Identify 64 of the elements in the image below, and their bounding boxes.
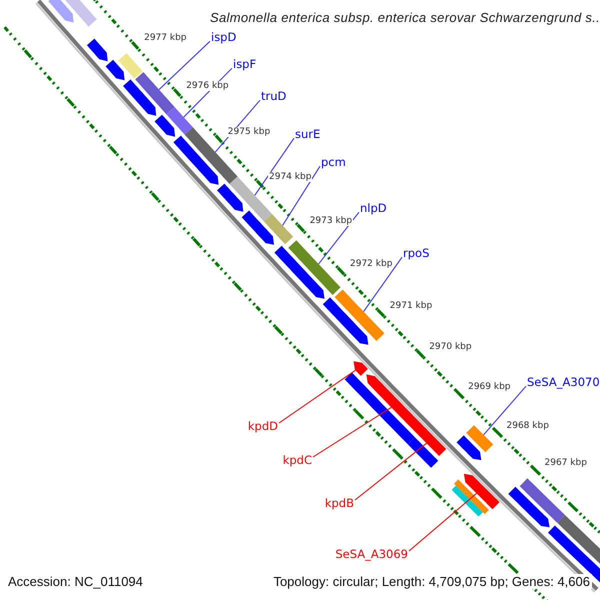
- tick-label: 2974 kbp: [268, 172, 312, 182]
- gene-feature: [86, 38, 108, 62]
- tick-label: 2975 kbp: [226, 126, 272, 138]
- gene-feature: [456, 435, 482, 460]
- gene-label: kpdB: [324, 497, 354, 510]
- tick-label: 2972 kbp: [349, 259, 394, 270]
- leader-line: [354, 442, 427, 500]
- gene-feature: [118, 53, 143, 78]
- gene-feature: [520, 478, 565, 523]
- gene-feature: [366, 374, 427, 436]
- gene-feature: [173, 136, 219, 185]
- gene-label: nlpD: [360, 202, 387, 216]
- accession-text: Accession: NC_011094: [8, 574, 143, 589]
- gene-feature: [344, 372, 415, 444]
- gene-feature: [264, 214, 294, 244]
- leader-line: [312, 406, 392, 458]
- gene-feature: [288, 240, 341, 295]
- gene-feature: [154, 114, 176, 137]
- leader-line: [408, 492, 477, 552]
- leader-line: [254, 138, 294, 196]
- leader-line: [282, 166, 320, 226]
- gene-label: surE: [295, 128, 320, 142]
- gene-feature: [242, 210, 274, 245]
- gene-feature: [135, 72, 174, 114]
- tick-label: 2971 kbp: [388, 301, 434, 312]
- tick-label: 2968 kbp: [506, 420, 550, 431]
- gene-feature: [466, 425, 494, 452]
- gene-feature: [408, 437, 438, 468]
- gene-feature: [62, 0, 97, 27]
- leader-line: [363, 256, 402, 312]
- tick-label: 2970 kbp: [428, 342, 473, 352]
- gene-label: ispD: [211, 31, 236, 44]
- gene-feature: [354, 361, 368, 376]
- gene-feature: [274, 246, 324, 299]
- leader-line: [318, 212, 360, 264]
- gene-feature: [334, 290, 384, 341]
- gene-label: kpdD: [248, 420, 278, 434]
- gene-feature: [417, 426, 446, 456]
- leader-line: [278, 370, 356, 424]
- gene-feature: [452, 486, 483, 516]
- tick-label: 2977 kbp: [143, 33, 188, 44]
- gene-feature: [508, 486, 550, 528]
- gene-label: truD: [261, 90, 286, 104]
- gene-feature: [48, 0, 74, 22]
- leader-line: [158, 40, 210, 90]
- gene-feature: [464, 474, 500, 510]
- gene-feature: [322, 297, 368, 345]
- gene-feature: [166, 106, 193, 135]
- gene-feature: [123, 79, 156, 116]
- tick-label: 2967 kbp: [544, 458, 588, 468]
- genome-info-text: Topology: circular; Length: 4,709,075 bp; Genes: 4,606: [271, 574, 592, 589]
- leader-line: [483, 386, 526, 436]
- gene-label: kpdC: [282, 454, 312, 468]
- gene-label: pcm: [321, 156, 346, 170]
- gene-label: SeSA_A3069: [335, 548, 408, 562]
- tick-label: 2969 kbp: [467, 382, 512, 392]
- gene-feature: [454, 479, 489, 514]
- gene-label: ispF: [233, 58, 256, 72]
- tick-label: 2973 kbp: [308, 216, 354, 226]
- gene-label: rpoS: [403, 247, 430, 260]
- gene-feature: [217, 184, 244, 212]
- gene-feature: [106, 60, 125, 80]
- tick-label: 2976 kbp: [185, 80, 230, 92]
- gene-label: SeSA_A3070: [527, 376, 600, 390]
